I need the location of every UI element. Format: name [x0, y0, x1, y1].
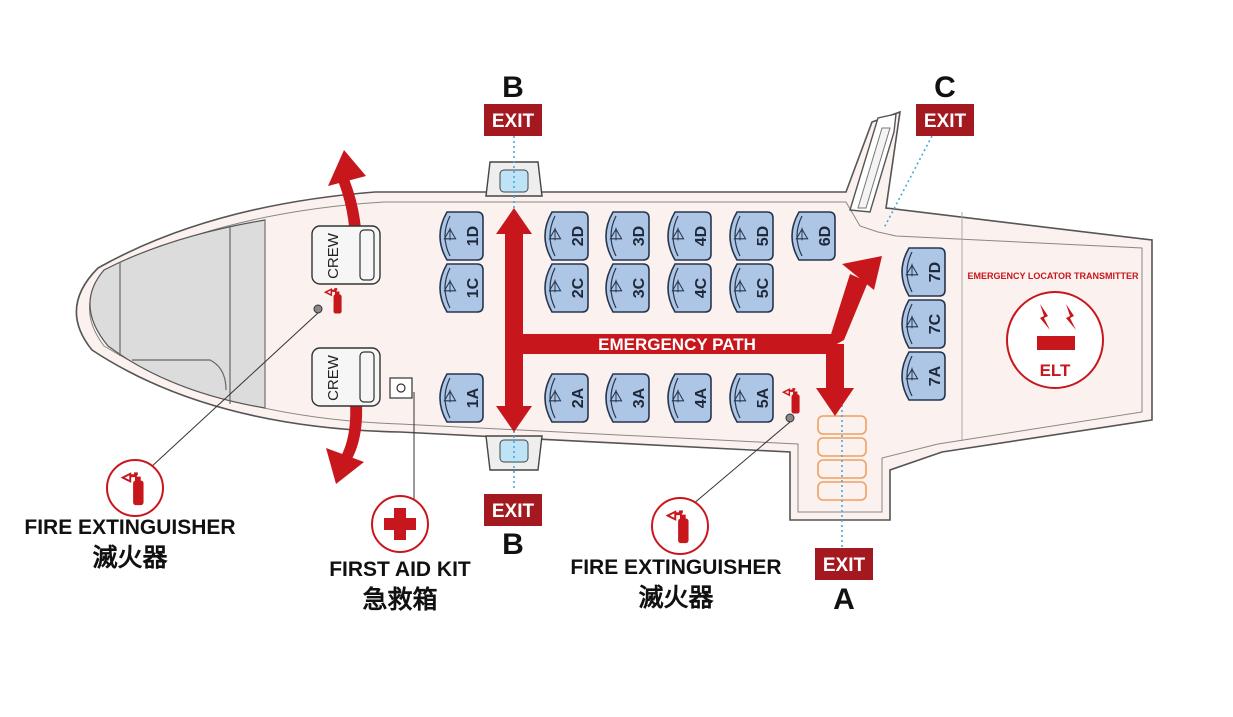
exit-a-label: EXIT	[823, 555, 866, 576]
fire-extinguisher-label-zh-left: 滅火器	[92, 544, 168, 572]
exit-b-bottom-label: EXIT	[492, 501, 535, 522]
first-aid-cross-icon	[384, 508, 416, 540]
crew-label-top: CREW	[325, 232, 342, 279]
fire-extinguisher-label-en-right: FIRE EXTINGUISHER	[570, 556, 781, 579]
seat-label-2a: 2A	[570, 387, 587, 408]
exit-a: EXIT A	[815, 548, 873, 616]
fire-extinguisher-label-zh-right: 滅火器	[638, 584, 714, 612]
elt-signal-icon	[1037, 304, 1076, 350]
door-a-letter: A	[833, 583, 855, 616]
emergency-path	[326, 150, 882, 484]
seat-label-5d: 5D	[755, 226, 772, 246]
first-aid-label-zh: 急救箱	[362, 585, 437, 614]
seat-label-2c: 2C	[570, 277, 587, 298]
crew-seat-bottom: CREW	[311, 347, 381, 407]
seat-label-2d: 2D	[570, 226, 587, 246]
seat-label-3d: 3D	[631, 226, 648, 246]
elt-title: EMERGENCY LOCATOR TRANSMITTER	[967, 271, 1139, 281]
legend-first-aid-kit: FIRST AID KIT 急救箱	[329, 495, 471, 614]
seat-label-5a: 5A	[755, 387, 772, 408]
seat-label-5c: 5C	[755, 277, 772, 298]
fire-extinguisher-label-en-left: FIRE EXTINGUISHER	[24, 516, 235, 539]
seat-label-4c: 4C	[693, 277, 710, 298]
door-b-bottom-letter: B	[502, 528, 524, 561]
crew-seat-top: CREW	[311, 225, 381, 285]
first-aid-label-en: FIRST AID KIT	[329, 558, 471, 581]
legend-fire-extinguisher-right: FIRE EXTINGUISHER 滅火器	[570, 497, 782, 612]
seat-label-4d: 4D	[693, 226, 710, 246]
fire-extinguisher-location-front	[149, 288, 343, 469]
door-c-letter: C	[934, 71, 956, 104]
exit-c: C EXIT	[916, 71, 974, 136]
elt-label: ELT	[1040, 361, 1071, 380]
door-b-top-letter: B	[502, 71, 524, 104]
exit-b-top-label: EXIT	[492, 111, 535, 132]
first-aid-kit-location	[389, 377, 415, 500]
legend-fire-extinguisher-left: FIRE EXTINGUISHER 滅火器	[24, 459, 236, 572]
seat-label-6d: 6D	[817, 226, 834, 246]
seat-label-1c: 1C	[465, 277, 482, 298]
door-b-top-window	[485, 161, 543, 197]
elt-panel: EMERGENCY LOCATOR TRANSMITTER ELT	[967, 271, 1139, 389]
seat-label-7c: 7C	[927, 313, 944, 334]
seat-label-1d: 1D	[465, 226, 482, 246]
exit-b-top: B EXIT	[484, 71, 542, 136]
seat-label-7d: 7D	[927, 262, 944, 282]
crew-label-bottom: CREW	[325, 354, 342, 401]
seat-label-1a: 1A	[465, 387, 482, 408]
fuselage	[75, 110, 1153, 521]
seat-label-4a: 4A	[693, 387, 710, 408]
seat-label-7a: 7A	[927, 365, 944, 386]
seat-label-3a: 3A	[631, 387, 648, 408]
exit-b-bottom: EXIT B	[484, 494, 542, 561]
fire-extinguisher-location-rear	[685, 388, 801, 511]
emergency-path-label: EMERGENCY PATH	[598, 335, 756, 354]
passenger-seats: 1A 1C 1D 2A 2C 2D 3A 3C 3D 4A 4C 4D 5A 5C 5D 6D 7A 7C 7D	[439, 211, 946, 423]
seat-label-3c: 3C	[631, 277, 648, 298]
exit-c-label: EXIT	[924, 111, 967, 132]
